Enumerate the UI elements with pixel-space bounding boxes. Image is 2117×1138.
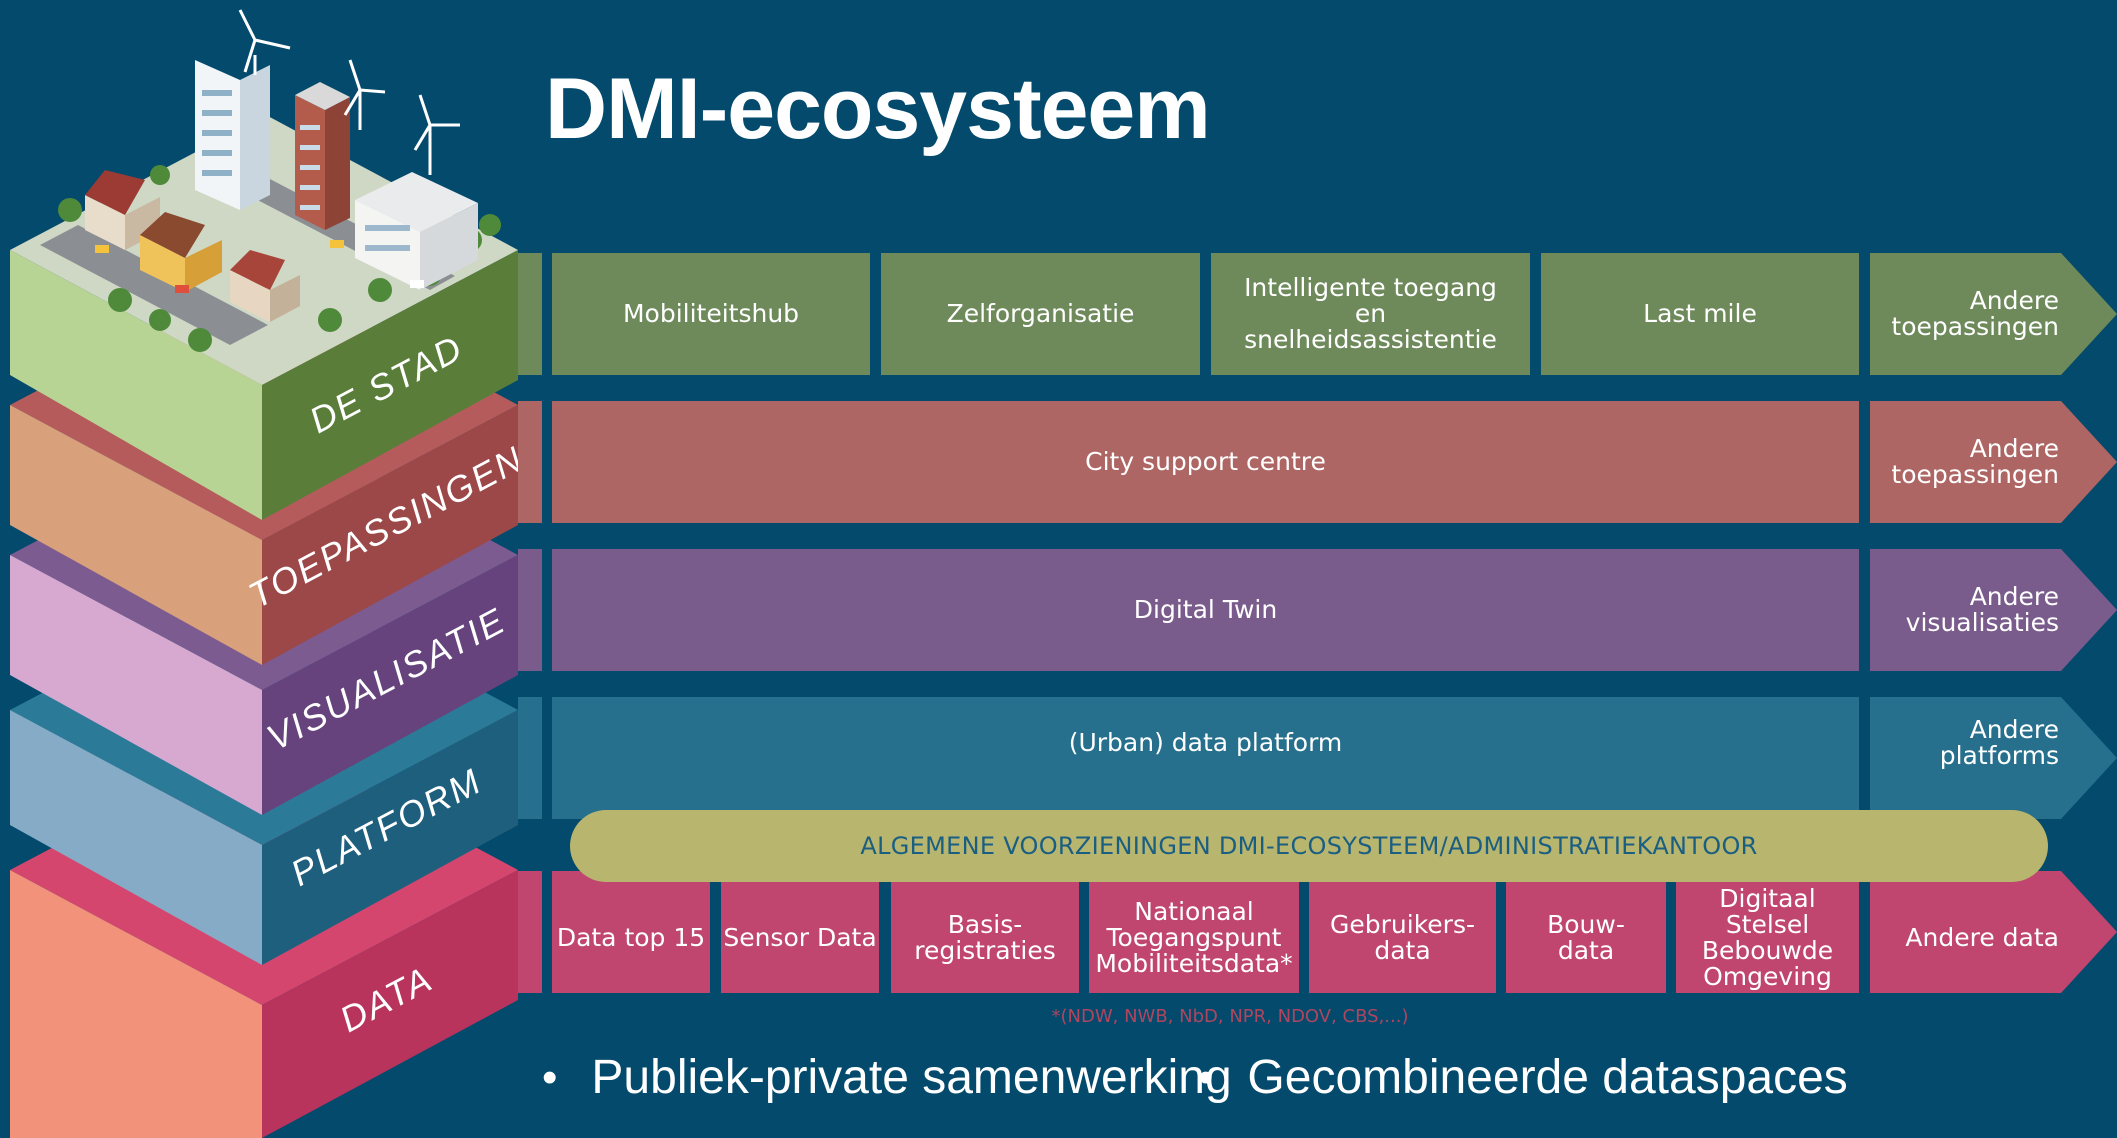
bullet-text: Gecombineerde dataspaces [1247, 1051, 1848, 1104]
visualisatie-main: Digital Twin [552, 549, 1859, 671]
data-box-ntm: Nationaal Toegangspunt Mobiliteitsdata* [1089, 871, 1299, 993]
page-title: DMI-ecosysteem [545, 61, 1211, 157]
bullet-dot: • [542, 1053, 558, 1102]
platform-andere: Andere platforms [1870, 697, 2117, 819]
bullet-publiek-private: • Publiek-private samenwerking [542, 1048, 1232, 1108]
connector-data [518, 871, 542, 993]
bullet-text: Publiek-private samenwerking [591, 1051, 1232, 1104]
stad-box-intelligente-toegang: Intelligente toegang en snelheidsassiste… [1211, 253, 1530, 375]
city-illustration [58, 9, 501, 352]
stad-box-zelforganisatie: Zelforganisatie [881, 253, 1200, 375]
bullet-dataspaces: • Gecombineerde dataspaces [1198, 1048, 1848, 1108]
connector-toepassingen [518, 401, 542, 523]
toepassingen-main: City support centre [552, 401, 1859, 523]
stad-box-mobiliteitshub: Mobiliteitshub [552, 253, 870, 375]
toepassingen-andere: Andere toepassingen [1870, 401, 2117, 523]
bullet-dot: • [1198, 1053, 1214, 1102]
banner-algemene-voorzieningen: ALGEMENE VOORZIENINGEN DMI-ECOSYSTEEM/AD… [570, 810, 2048, 882]
data-box-gebruikers: Gebruikers-data [1309, 871, 1496, 993]
data-box-bouw: Bouw-data [1506, 871, 1666, 993]
data-box-basisregistraties: Basis-registraties [891, 871, 1079, 993]
data-box-andere: Andere data [1870, 871, 2117, 993]
stad-box-last-mile: Last mile [1541, 253, 1859, 375]
data-box-sensor: Sensor Data [721, 871, 879, 993]
visualisatie-andere: Andere visualisaties [1870, 549, 2117, 671]
connector-stad [518, 253, 542, 375]
connector-platform [518, 697, 542, 819]
data-box-dso: Digitaal Stelsel Bebouwde Omgeving [1676, 871, 1859, 993]
layer-stack-illustration: DE STAD TOEPASSINGEN VISUALISATIE PLATFO… [10, 9, 531, 1138]
footnote: *(NDW, NWB, NbD, NPR, NDOV, CBS,...) [1051, 1006, 1409, 1027]
stad-box-andere: Andere toepassingen [1870, 253, 2117, 375]
platform-main: (Urban) data platform [552, 697, 1859, 819]
connector-visualisatie [518, 549, 542, 671]
data-box-top15: Data top 15 [552, 871, 710, 993]
